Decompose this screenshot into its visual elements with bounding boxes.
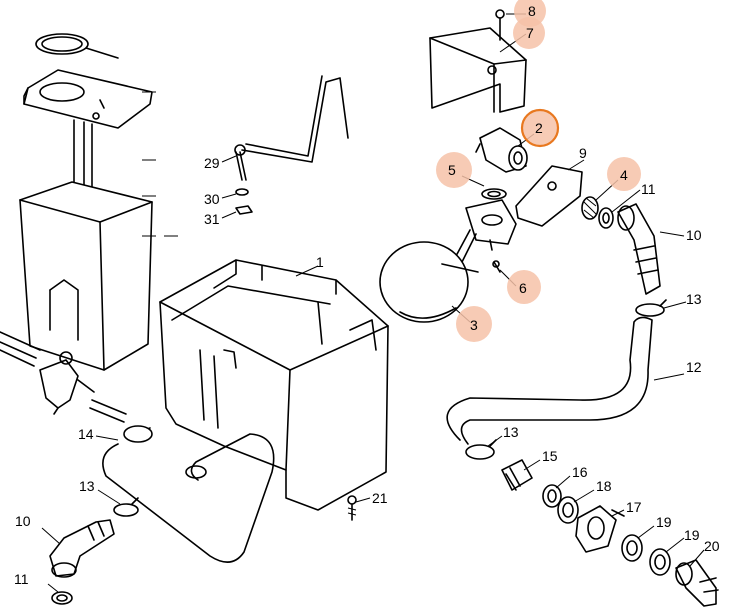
callout-7: 7: [526, 25, 534, 41]
callout-15: 15: [542, 448, 558, 464]
small-screw: [492, 260, 501, 273]
callout-13-left: 13: [79, 478, 95, 494]
rod-nut: [235, 205, 253, 215]
oring-19a: [621, 534, 643, 562]
callout-17: 17: [626, 499, 642, 515]
callout-19-b: 19: [684, 527, 700, 543]
callout-2-highlight: [522, 110, 558, 146]
seal-ring-18: [557, 496, 579, 524]
callout-21: 21: [372, 490, 388, 506]
callout-9: 9: [579, 145, 587, 161]
callout-18: 18: [596, 478, 612, 494]
callout-8: 8: [528, 3, 536, 19]
hose-connector-20: [675, 559, 719, 607]
callout-4: 4: [620, 167, 628, 183]
callout-29: 29: [204, 155, 220, 171]
float-ball: [379, 241, 479, 323]
callout-19-a: 19: [656, 514, 672, 530]
elbow-fitting-top: [617, 203, 661, 295]
callout-4-highlight: [607, 157, 641, 191]
oring-19b: [649, 548, 671, 576]
callout-1: 1: [316, 254, 324, 270]
callout-12: 12: [686, 359, 702, 375]
callout-5: 5: [448, 162, 456, 178]
washer-top: [598, 207, 614, 229]
callout-14: 14: [78, 426, 94, 442]
elbow-fitting-bottom: [49, 519, 115, 578]
callout-labels: 8 7 2 5 4 6 3 1 9 10 10 11 11 12 13 13 1…: [14, 0, 720, 587]
washer-bottom: [51, 591, 73, 605]
callout-6: 6: [519, 280, 527, 296]
callout-10-bottom: 10: [15, 513, 31, 529]
hose-clamp-right: [635, 299, 667, 317]
hose-clamp-middle: [465, 439, 497, 460]
washer-16: [542, 484, 562, 508]
callout-20: 20: [704, 538, 720, 554]
tank-lid: [23, 69, 153, 129]
bent-rod: [234, 75, 349, 181]
water-tank-left: [19, 181, 153, 371]
strainer: [581, 196, 599, 220]
callout-10-top: 10: [686, 227, 702, 243]
callout-2-selected-ring: [520, 108, 560, 148]
coupling-nipple: [501, 459, 533, 491]
dash-marks: [142, 91, 178, 237]
valve-body: [475, 127, 528, 173]
callout-7-highlight: [513, 17, 545, 49]
main-water-tank: [159, 259, 389, 511]
coupling-17: [575, 505, 625, 553]
callout-3: 3: [470, 317, 478, 333]
tee-fitting: [39, 351, 95, 415]
callout-2: 2: [535, 120, 543, 136]
callout-11-bottom: 11: [14, 571, 29, 587]
callout-31: 31: [204, 211, 220, 227]
valve-bracket: [465, 199, 517, 251]
callout-5-highlight: [436, 152, 472, 188]
callout-30: 30: [204, 191, 220, 207]
cover-screw: [495, 9, 505, 41]
valve-cover: [429, 27, 527, 113]
long-hose: [446, 316, 653, 445]
tank-gasket: [35, 33, 119, 59]
bent-hose: [102, 425, 275, 563]
callout-13-middle: 13: [503, 424, 519, 440]
tank-screw: [347, 495, 357, 521]
hose-clamp-left: [113, 497, 139, 517]
small-hoses-left: [0, 331, 127, 423]
valve-gasket: [481, 188, 507, 200]
callout-13-right: 13: [686, 291, 702, 307]
callout-6-highlight: [507, 270, 541, 304]
callout-3-highlight: [456, 306, 492, 342]
callout-11-top: 11: [641, 181, 656, 197]
callout-16: 16: [572, 464, 588, 480]
valve-plate: [515, 165, 583, 227]
rod-washer: [235, 188, 249, 196]
